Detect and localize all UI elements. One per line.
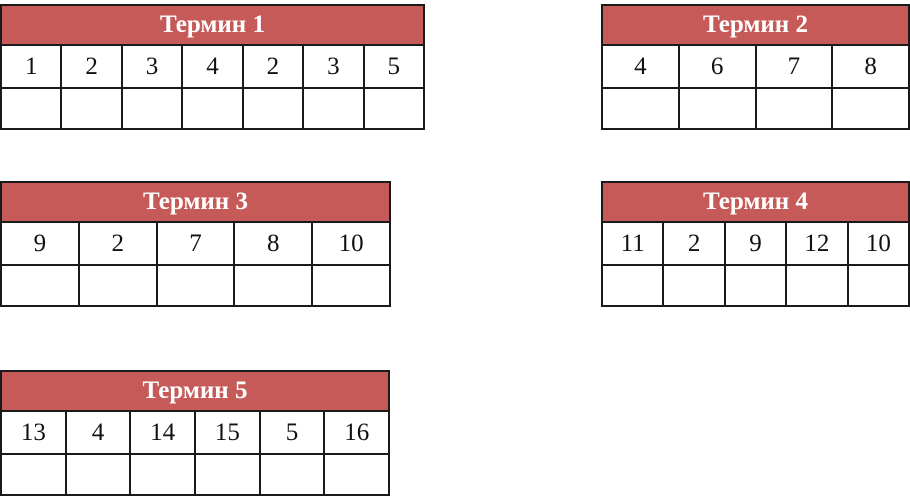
answer-cell[interactable] xyxy=(2,455,65,494)
answer-cell[interactable] xyxy=(603,89,678,128)
number-cell: 15 xyxy=(194,412,259,453)
number-cell: 5 xyxy=(258,412,324,453)
term-title: Термин 5 xyxy=(2,372,388,412)
number-cell: 6 xyxy=(677,46,755,87)
number-row: 4 6 7 8 xyxy=(603,46,908,87)
answer-row xyxy=(2,453,388,494)
number-cell: 5 xyxy=(362,46,423,87)
answer-cell[interactable] xyxy=(194,455,259,494)
answer-cell[interactable] xyxy=(60,89,120,128)
answer-cell[interactable] xyxy=(311,266,389,305)
answer-cell[interactable] xyxy=(120,89,181,128)
answer-cell[interactable] xyxy=(155,266,234,305)
answer-cell[interactable] xyxy=(64,455,130,494)
answer-cell[interactable] xyxy=(662,266,723,305)
answer-cell[interactable] xyxy=(233,266,311,305)
number-cell: 2 xyxy=(241,46,302,87)
answer-cell[interactable] xyxy=(302,89,362,128)
answer-cell[interactable] xyxy=(831,89,908,128)
answer-cell[interactable] xyxy=(677,89,755,128)
answer-cell[interactable] xyxy=(241,89,302,128)
answer-row xyxy=(603,87,908,128)
number-cell: 4 xyxy=(181,46,241,87)
number-cell: 3 xyxy=(120,46,181,87)
number-row: 11 2 9 12 10 xyxy=(603,223,908,264)
answer-row xyxy=(2,87,423,128)
number-cell: 4 xyxy=(634,52,647,80)
number-cell: 2 xyxy=(60,46,120,87)
number-cell: 13 xyxy=(20,418,46,446)
number-cell: 2 xyxy=(77,223,156,264)
answer-cell[interactable] xyxy=(258,455,324,494)
number-cell: 10 xyxy=(311,223,389,264)
answer-cell[interactable] xyxy=(77,266,156,305)
number-cell: 10 xyxy=(846,223,908,264)
term-block-4: Термин 4 11 2 9 12 10 xyxy=(601,181,910,307)
answer-row xyxy=(603,264,908,305)
number-row: 9 2 7 8 10 xyxy=(2,223,389,264)
term-title: Термин 4 xyxy=(603,183,908,223)
term-block-5: Термин 5 13 4 14 15 5 16 xyxy=(0,370,390,496)
answer-cell[interactable] xyxy=(323,455,388,494)
answer-cell[interactable] xyxy=(181,89,241,128)
number-cell: 3 xyxy=(302,46,362,87)
number-cell: 7 xyxy=(155,223,234,264)
answer-cell[interactable] xyxy=(785,266,846,305)
answer-cell[interactable] xyxy=(2,266,78,305)
number-cell: 12 xyxy=(785,223,846,264)
answer-cell[interactable] xyxy=(723,266,785,305)
answer-cell[interactable] xyxy=(603,266,662,305)
term-title: Термин 2 xyxy=(603,6,908,46)
number-cell: 2 xyxy=(662,223,723,264)
answer-cell[interactable] xyxy=(129,455,194,494)
number-cell: 8 xyxy=(831,46,908,87)
term-block-3: Термин 3 9 2 7 8 10 xyxy=(0,181,391,307)
number-cell: 4 xyxy=(64,412,130,453)
term-title: Термин 3 xyxy=(2,183,389,223)
answer-row xyxy=(2,264,389,305)
answer-cell[interactable] xyxy=(362,89,423,128)
number-cell: 11 xyxy=(620,229,645,257)
answer-cell[interactable] xyxy=(846,266,908,305)
number-cell: 14 xyxy=(129,412,194,453)
answer-cell[interactable] xyxy=(754,89,832,128)
number-row: 13 4 14 15 5 16 xyxy=(2,412,388,453)
term-block-2: Термин 2 4 6 7 8 xyxy=(601,4,910,130)
number-row: 1 2 3 4 2 3 5 xyxy=(2,46,423,87)
answer-cell[interactable] xyxy=(2,89,60,128)
number-cell: 8 xyxy=(233,223,311,264)
number-cell: 1 xyxy=(24,52,38,80)
term-block-1: Термин 1 1 2 3 4 2 3 5 xyxy=(0,4,425,130)
number-cell: 9 xyxy=(33,229,47,257)
number-cell: 9 xyxy=(723,223,785,264)
term-title: Термин 1 xyxy=(2,6,423,46)
number-cell: 16 xyxy=(323,412,388,453)
number-cell: 7 xyxy=(754,46,832,87)
